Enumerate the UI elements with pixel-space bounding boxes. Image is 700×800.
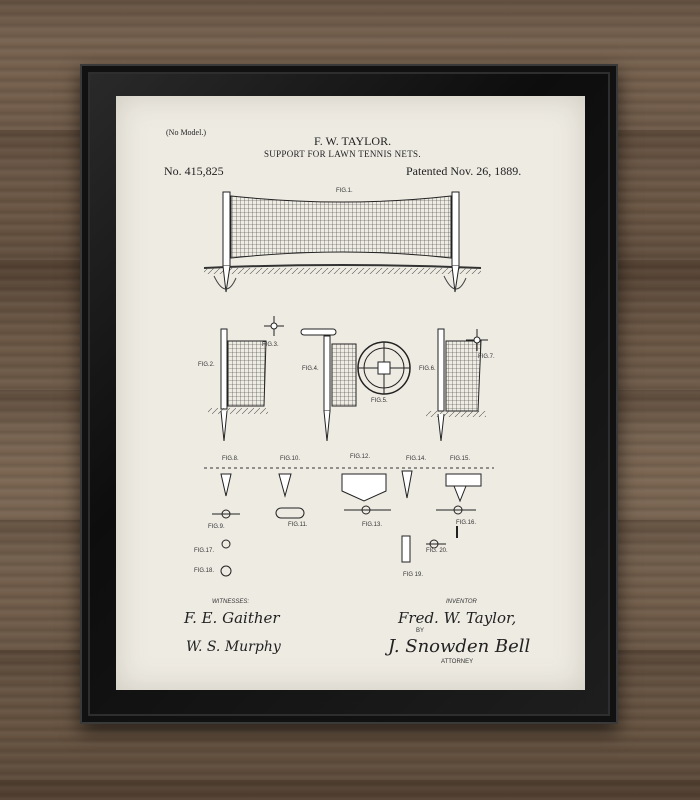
attorney-label: ATTORNEY xyxy=(441,659,474,665)
fig7-label: FIG.7. xyxy=(478,354,495,360)
inventor-signature: Fred. W. Taylor, xyxy=(398,609,517,627)
fig6-label: FIG.6. xyxy=(419,366,436,372)
fig5-label: FIG.5. xyxy=(371,398,388,404)
attorney-signature: J. Snowden Bell xyxy=(388,636,531,657)
fig3-cross-drawing xyxy=(264,316,284,336)
fig8-to-fig15-drawings xyxy=(220,470,482,503)
patent-number: No. 415,825 xyxy=(164,164,224,178)
by-label: BY xyxy=(416,628,425,634)
fig14-label: FIG.14. xyxy=(406,456,427,462)
fig15-label: FIG.15. xyxy=(450,456,471,462)
patent-title: SUPPORT FOR LAWN TENNIS NETS. xyxy=(264,149,421,159)
fig20-label: FIG. 20. xyxy=(426,548,448,554)
fig11-label: FIG.11. xyxy=(288,522,308,528)
witness1-signature: F. E. Gaither xyxy=(184,609,280,627)
fig8-label: FIG.8. xyxy=(222,456,239,462)
fig4-post-drawing xyxy=(300,328,357,442)
patent-print: (No Model.) F. W. TAYLOR. SUPPORT FOR LA… xyxy=(116,96,585,690)
patent-drawing xyxy=(203,191,494,577)
fig19-label: FIG 19. xyxy=(403,572,424,578)
witness2-signature: W. S. Murphy xyxy=(186,639,281,655)
inventor-label: INVENTOR xyxy=(446,599,477,605)
fig3-label: FIG.3. xyxy=(262,342,279,348)
fig1-label: FIG.1. xyxy=(336,188,353,194)
fig17-label: FIG.17. xyxy=(194,548,215,554)
fig16-label: FIG.16. xyxy=(456,520,477,526)
fig1-net-drawing xyxy=(203,191,482,293)
fig10-label: FIG.10. xyxy=(280,456,301,462)
inventor-name: F. W. TAYLOR. xyxy=(314,134,392,148)
fig9-label: FIG.9. xyxy=(208,524,225,530)
fig18-label: FIG.18. xyxy=(194,568,215,574)
fig5-wheel-drawing xyxy=(357,341,411,395)
fig7-cross-drawing xyxy=(466,329,488,351)
witnesses-label: WITNESSES: xyxy=(212,599,250,605)
fig4-label: FIG.4. xyxy=(302,366,319,372)
no-model-label: (No Model.) xyxy=(166,128,206,137)
fig6-post-drawing xyxy=(426,328,486,442)
fig2-label: FIG.2. xyxy=(198,362,215,368)
fig2-post-drawing xyxy=(208,328,268,442)
fig13-label: FIG.13. xyxy=(362,522,383,528)
fig9-fig11-fig13-fig16-drawings xyxy=(212,505,476,577)
patent-date: Patented Nov. 26, 1889. xyxy=(406,164,522,178)
fig12-label: FIG.12. xyxy=(350,454,371,460)
